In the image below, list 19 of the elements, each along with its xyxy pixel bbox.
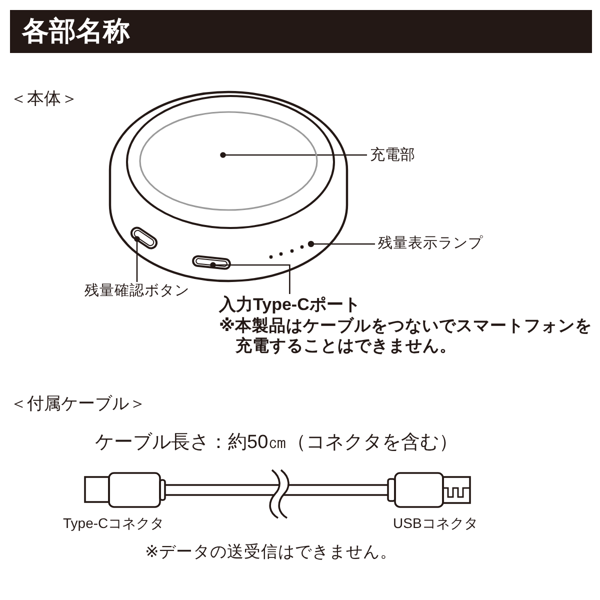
leader-line <box>210 262 290 294</box>
part-label: 残量表示ランプ <box>378 236 483 252</box>
section-heading: ＜付属ケーブル＞ <box>10 394 146 414</box>
part-label: 入力Type-Cポート <box>219 295 360 315</box>
leader-line <box>134 236 140 282</box>
port-slot <box>192 254 232 270</box>
connector-label: USBコネクタ <box>393 515 478 532</box>
note-text: ※本製品はケーブルをつないでスマートフォンを充電することはできません。 <box>219 317 594 357</box>
connector-label: Type-Cコネクタ <box>63 515 164 532</box>
leader-line <box>220 152 367 158</box>
title-banner: 各部名称 <box>10 10 592 53</box>
section-heading: ＜本体＞ <box>10 89 78 109</box>
indicator-lamps <box>269 240 314 259</box>
side-button <box>128 224 160 252</box>
cable-length-text: ケーブル長さ：約50㎝（コネクタを含む） <box>95 432 458 454</box>
note-text: ※データの送受信はできません。 <box>145 543 397 562</box>
charging-pad <box>139 111 318 211</box>
part-label: 充電部 <box>370 146 415 164</box>
part-label: 残量確認ボタン <box>84 283 190 300</box>
